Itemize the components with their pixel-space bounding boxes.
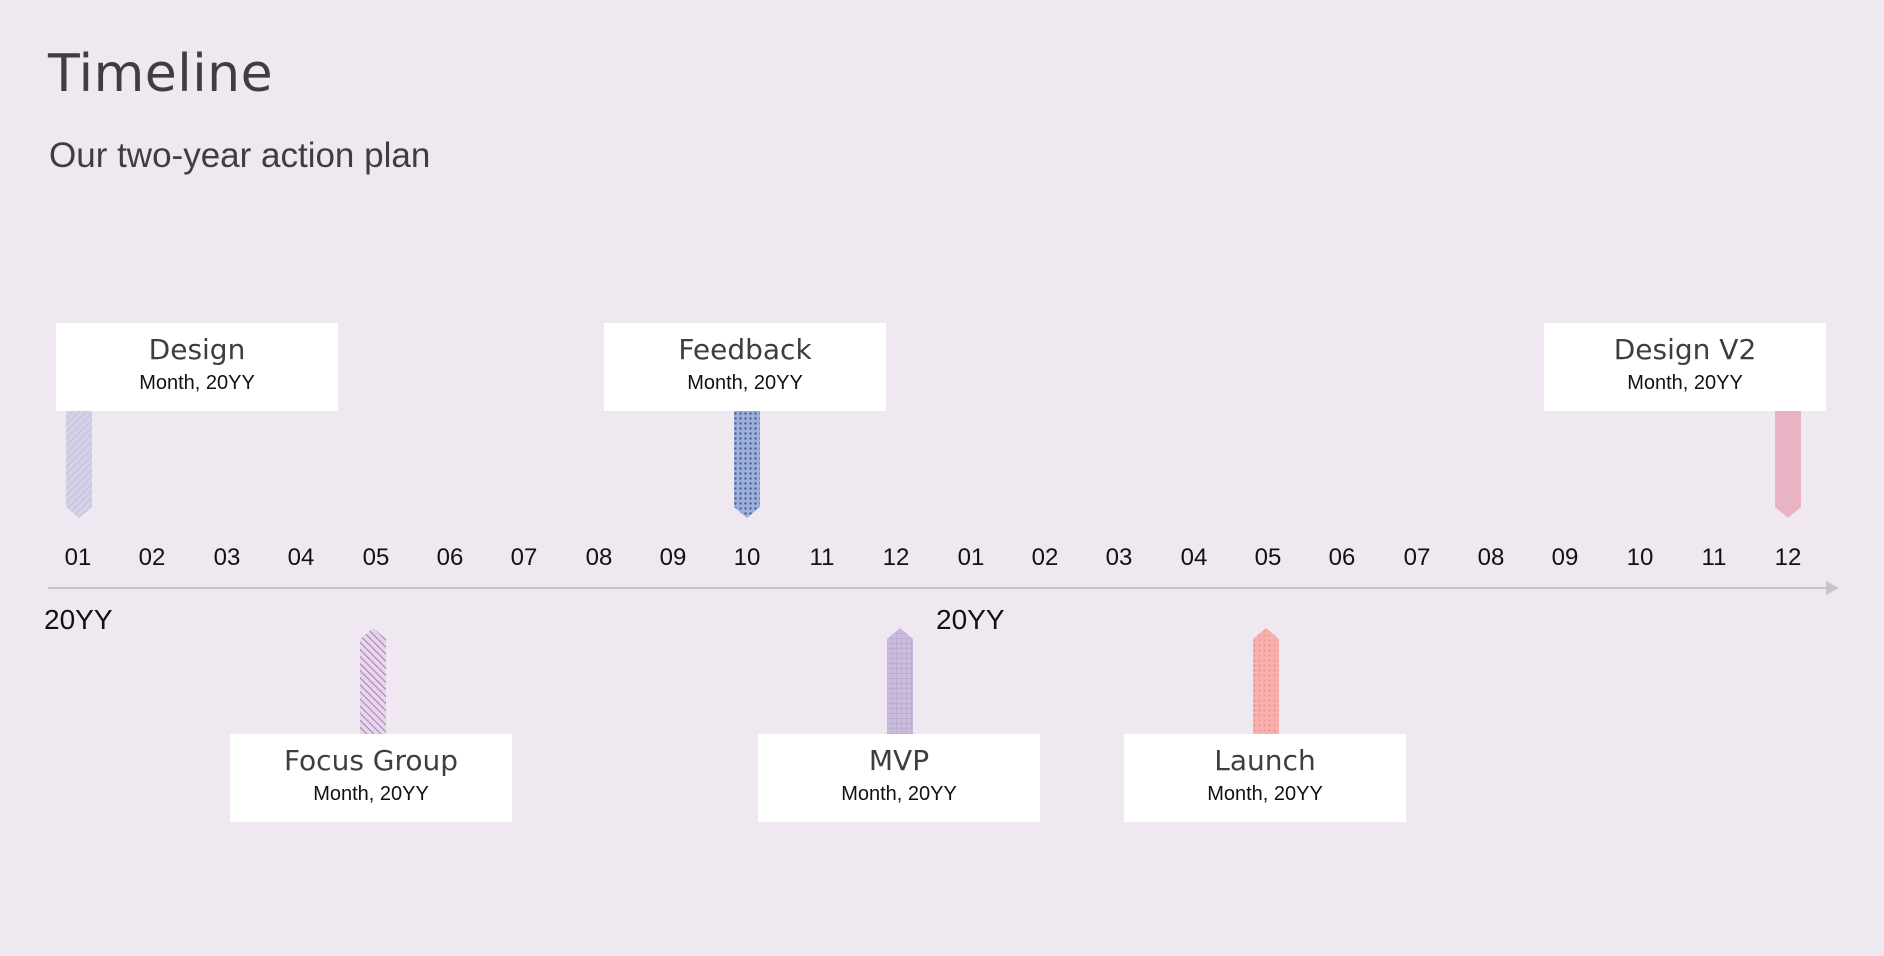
milestone-date: Month, 20YY bbox=[687, 372, 803, 394]
month-label: 04 bbox=[1180, 544, 1208, 571]
milestone-title: Launch bbox=[1214, 744, 1316, 777]
month-label: 07 bbox=[510, 544, 538, 571]
month-label: 03 bbox=[1105, 544, 1133, 571]
milestone-marker-focus-group bbox=[360, 628, 386, 735]
milestone-card-mvp: MVP Month, 20YY bbox=[758, 734, 1040, 822]
month-label: 10 bbox=[733, 544, 761, 571]
month-label: 02 bbox=[1031, 544, 1059, 571]
month-label: 10 bbox=[1626, 544, 1654, 571]
month-label: 07 bbox=[1403, 544, 1431, 571]
month-label: 08 bbox=[1477, 544, 1505, 571]
milestone-date: Month, 20YY bbox=[1627, 372, 1743, 394]
timeline-arrow-icon bbox=[1826, 581, 1839, 595]
month-label: 11 bbox=[1701, 544, 1727, 571]
month-label: 06 bbox=[436, 544, 464, 571]
milestone-card-design-v2: Design V2 Month, 20YY bbox=[1544, 323, 1826, 411]
month-label: 08 bbox=[585, 544, 613, 571]
milestone-title: MVP bbox=[868, 744, 930, 777]
milestone-title: Design bbox=[148, 333, 246, 366]
page-subtitle: Our two-year action plan bbox=[49, 136, 431, 175]
milestone-marker-mvp bbox=[887, 628, 913, 735]
milestone-marker-feedback bbox=[734, 411, 760, 518]
milestone-title: Design V2 bbox=[1613, 333, 1757, 366]
month-label: 01 bbox=[64, 544, 92, 571]
month-label: 12 bbox=[1774, 544, 1802, 571]
month-label: 09 bbox=[659, 544, 687, 571]
month-label: 04 bbox=[287, 544, 315, 571]
milestone-marker-design-v2 bbox=[1775, 411, 1801, 518]
month-label: 05 bbox=[1254, 544, 1282, 571]
milestone-date: Month, 20YY bbox=[841, 783, 957, 805]
month-label: 05 bbox=[362, 544, 390, 571]
page-title: Timeline bbox=[48, 44, 274, 104]
milestone-date: Month, 20YY bbox=[1207, 783, 1323, 805]
milestone-marker-launch bbox=[1253, 628, 1279, 735]
milestone-card-launch: Launch Month, 20YY bbox=[1124, 734, 1406, 822]
milestone-card-feedback: Feedback Month, 20YY bbox=[604, 323, 886, 411]
milestone-marker-design bbox=[66, 411, 92, 518]
month-label: 03 bbox=[213, 544, 241, 571]
month-label: 01 bbox=[957, 544, 985, 571]
milestone-title: Focus Group bbox=[283, 744, 459, 777]
month-label: 12 bbox=[882, 544, 910, 571]
milestone-title: Feedback bbox=[678, 333, 812, 366]
milestone-card-focus-group: Focus Group Month, 20YY bbox=[230, 734, 512, 822]
timeline-axis-line bbox=[48, 587, 1830, 589]
month-label: 11 bbox=[809, 544, 835, 571]
year-label-2: 20YY bbox=[936, 604, 1005, 635]
month-label: 02 bbox=[138, 544, 166, 571]
year-label-1: 20YY bbox=[44, 604, 113, 635]
month-label: 06 bbox=[1328, 544, 1356, 571]
month-label: 09 bbox=[1551, 544, 1579, 571]
milestone-date: Month, 20YY bbox=[139, 372, 255, 394]
milestone-date: Month, 20YY bbox=[313, 783, 429, 805]
milestone-card-design: Design Month, 20YY bbox=[56, 323, 338, 411]
